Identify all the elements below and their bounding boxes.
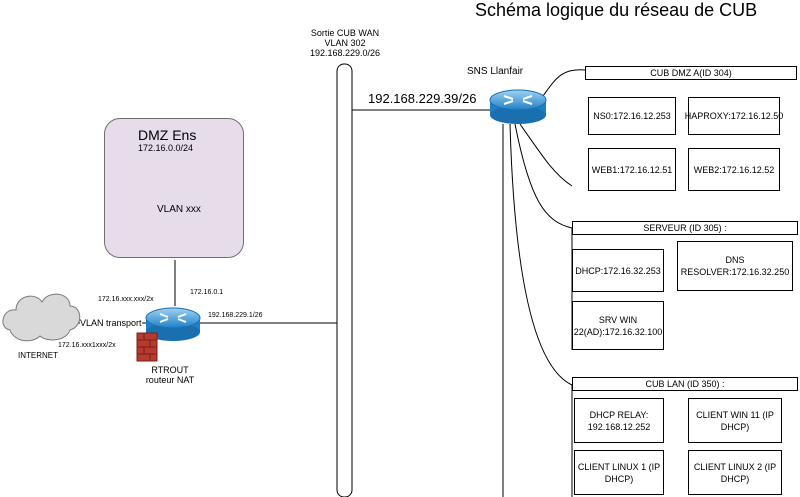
firewall-icon [136,332,158,362]
sns-label: SNS Llanfair [467,66,524,77]
dmz-ens-title: DMZ Ens [138,127,197,143]
host-dhcp-relay: DHCP RELAY: 192.168.12.252 [574,398,664,443]
wan-subnet: 192.168.229.0/26 [309,48,381,58]
cloud-icon [2,293,81,342]
host-client-linux1: CLIENT LINUX 1 (IP DHCP) [574,450,664,495]
link-sns-aux [519,123,573,187]
rtrout-ip-transport-bottom: 172.16.xxx1xxx/2x [58,342,116,349]
vlan-transport-label: VLAN transport [80,318,142,328]
group-header-lan: CUB LAN (ID 350) : [572,377,798,391]
link-sns-dmza [539,69,586,101]
rtrout-ip-dmz: 172.16.0.1 [190,289,224,296]
host-client-linux2: CLIENT LINUX 2 (IP DHCP) [688,450,782,495]
router-icon [145,307,201,341]
host-haproxy: HAPROXY:172.16.12.50 [685,97,783,135]
host-srv-win: SRV WIN 22(AD):172.16.32.100 [572,301,664,350]
rtrout-role: routeur NAT [145,375,195,385]
wan-label: Sortie CUB WAN VLAN 302 192.168.229.0/26 [300,28,390,58]
internet-label: INTERNET [18,351,58,360]
diagram-title: Schéma logique du réseau de CUB [475,0,758,20]
group-header-dmz-a: CUB DMZ A(ID 304) [585,66,797,80]
link-sns-lan [509,123,573,386]
host-client-win11: CLIENT WIN 11 (IP DHCP) [688,398,782,443]
wan-name: Sortie CUB WAN [310,28,380,38]
dmz-ens-subnet: 172.16.0.0/24 [138,143,194,153]
host-web1: WEB1:172.16.12.51 [588,148,676,191]
sns-link-ip: 192.168.229.39/26 [368,91,477,106]
host-dhcp: DHCP:172.16.32.253 [572,249,664,292]
host-dns-resolver: DNS RESOLVER:172.16.32.250 [677,241,793,291]
host-web2: WEB2:172.16.12.52 [688,148,780,191]
rtrout-label: RTROUT routeur NAT [140,365,200,385]
dmz-ens-vlan: VLAN xxx [157,204,201,215]
dmz-ens-zone: DMZ Ens 172.16.0.0/24 VLAN xxx [104,118,244,258]
rtrout-ip-wan: 192.168.229.1/26 [208,312,263,319]
wan-vlan: VLAN 302 [324,38,366,48]
rtrout-name: RTROUT [151,365,189,375]
group-header-serveur: SERVEUR (ID 305) : [572,221,798,235]
host-ns0: NS0:172.16.12.253 [588,97,676,135]
wan-backbone [336,63,353,497]
router-icon [489,89,547,124]
link-sns-serveur [514,123,573,229]
rtrout-ip-transport-top: 172.16.xxx.xxx/2x [98,296,154,303]
